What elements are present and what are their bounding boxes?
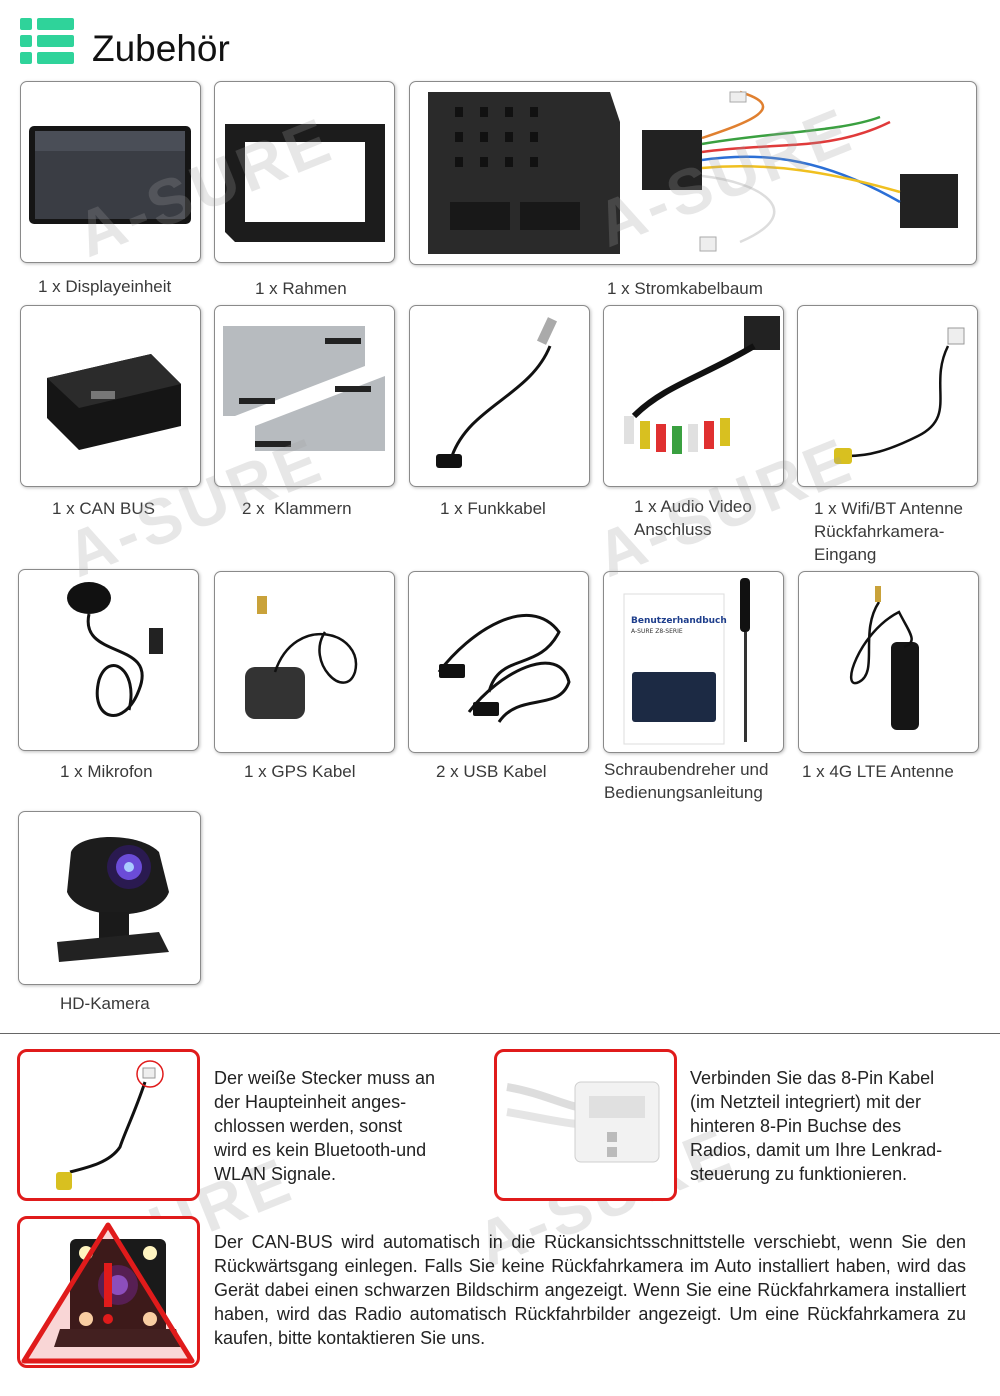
- note-line: chlossen werden, sonst: [214, 1116, 403, 1136]
- item-label-hd-camera: HD-Kamera: [60, 994, 150, 1013]
- 8pin-connector-note-image: [494, 1049, 677, 1201]
- list-icon: [20, 18, 74, 64]
- note-line: steuerung zu funktionieren.: [690, 1164, 908, 1184]
- item-label-av-line1: 1 x Audio Video: [634, 497, 752, 516]
- item-label-wifi-line2: Rückfahrkamera-: [814, 522, 945, 541]
- item-label-mic: 1 x Mikrofon: [60, 762, 153, 781]
- note-line: hinteren 8-Pin Buchse des: [690, 1116, 902, 1136]
- can-bus-image: [20, 305, 201, 487]
- page-title: Zubehör: [92, 28, 230, 69]
- item-label-wifi-line3: Eingang: [814, 545, 877, 564]
- item-label-display: 1 x Displayeinheit: [38, 277, 172, 296]
- note-line: der Haupteinheit anges-: [214, 1092, 407, 1112]
- item-label-radio-cable: 1 x Funkkabel: [440, 499, 546, 518]
- item-label-wifi: 1 x Wifi/BT Antenne Rückfahrkamera- Eing…: [814, 497, 963, 566]
- 8pin-connector-note-text: Verbinden Sie das 8-Pin Kabel (im Netzte…: [690, 1066, 942, 1186]
- wifi-connector-note-text: Der weiße Stecker muss an der Haupteinhe…: [214, 1066, 435, 1186]
- av-cable-image: [603, 305, 784, 487]
- item-label-clips: 2 x Klammern: [242, 499, 352, 518]
- clips-image: [214, 305, 395, 487]
- section-divider: [0, 1033, 1000, 1034]
- usb-cable-image: [408, 571, 589, 753]
- item-label-usb: 2 x USB Kabel: [436, 762, 547, 781]
- wifi-bt-antenna-image: [797, 305, 978, 487]
- item-label-harness: 1 x Stromkabelbaum: [607, 279, 763, 298]
- wifi-connector-note-image: [17, 1049, 200, 1201]
- item-label-manual: Schraubendreher und Bedienungsanleitung: [604, 758, 768, 804]
- item-label-lte: 1 x 4G LTE Antenne: [802, 762, 954, 781]
- note-line: WLAN Signale.: [214, 1164, 337, 1184]
- item-label-gps: 1 x GPS Kabel: [244, 762, 356, 781]
- screwdriver-manual-image: Benutzerhandbuch A-SURE Z8-SERIE: [603, 571, 784, 753]
- power-harness-image: [409, 81, 977, 265]
- radio-cable-image: [409, 305, 590, 487]
- note-line: Radios, damit um Ihre Lenkrad-: [690, 1140, 943, 1160]
- item-label-frame: 1 x Rahmen: [255, 279, 347, 298]
- microphone-image: [18, 569, 199, 751]
- note-line: Verbinden Sie das 8-Pin Kabel: [690, 1068, 935, 1088]
- item-label-manual-line2: Bedienungsanleitung: [604, 783, 763, 802]
- lte-antenna-image: [798, 571, 979, 753]
- manual-title: Benutzerhandbuch: [631, 616, 727, 626]
- item-label-av-line2: Anschluss: [634, 520, 712, 539]
- item-label-manual-line1: Schraubendreher und: [604, 760, 769, 779]
- gps-cable-image: [214, 571, 395, 753]
- note-line: (im Netzteil integriert) mit der: [690, 1092, 922, 1112]
- display-unit-image: [20, 81, 201, 263]
- can-bus-note-text: Der CAN-BUS wird automatisch in die Rück…: [214, 1232, 966, 1348]
- hd-camera-image: [18, 811, 201, 985]
- note-line: Der weiße Stecker muss an: [214, 1068, 436, 1088]
- reverse-camera-warning-image: [17, 1216, 200, 1368]
- note-line: wird es kein Bluetooth-und: [214, 1140, 427, 1160]
- item-label-wifi-line1: 1 x Wifi/BT Antenne: [814, 499, 963, 518]
- item-label-canbus: 1 x CAN BUS: [52, 499, 155, 518]
- frame-image: [214, 81, 395, 263]
- item-label-av: 1 x Audio Video Anschluss: [634, 495, 752, 541]
- manual-subtitle: A-SURE Z8-SERIE: [631, 628, 683, 635]
